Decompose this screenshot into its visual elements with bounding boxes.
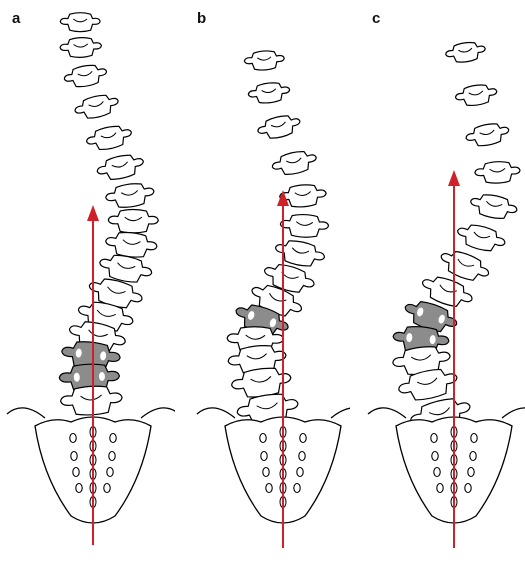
vertebra: [464, 121, 511, 150]
vertebra: [468, 191, 518, 221]
plumb-line-arrowhead: [87, 205, 99, 221]
spine: [59, 13, 158, 417]
vertebra: [256, 112, 303, 142]
vertebra: [60, 13, 100, 32]
vertebra: [108, 209, 158, 233]
vertebra: [280, 214, 329, 238]
vertebra: [60, 385, 123, 417]
vertebra: [454, 221, 507, 256]
vertebra: [63, 62, 109, 90]
sacrum: [197, 408, 350, 523]
spine-drawing-c: [350, 0, 525, 567]
spine: [227, 50, 329, 428]
panel-a: a: [0, 0, 175, 567]
vertebra: [73, 91, 121, 121]
vertebra: [444, 40, 486, 65]
plumb-line-arrowhead: [448, 170, 460, 186]
vertebra: [95, 151, 146, 183]
vertebra: [85, 123, 134, 153]
sacrum: [368, 408, 525, 523]
panel-b: b: [175, 0, 350, 567]
vertebra: [104, 181, 155, 210]
vertebra: [244, 50, 285, 72]
sacrum: [7, 408, 175, 523]
vertebra: [270, 148, 318, 178]
vertebra: [60, 37, 102, 59]
vertebra: [454, 82, 498, 108]
vertebra: [247, 81, 291, 105]
spine: [391, 40, 520, 436]
vertebra: [104, 230, 158, 259]
panel-c: c: [350, 0, 525, 567]
spine-drawing-a: [0, 0, 175, 567]
vertebra: [474, 161, 520, 184]
spine-drawing-b: [175, 0, 350, 567]
